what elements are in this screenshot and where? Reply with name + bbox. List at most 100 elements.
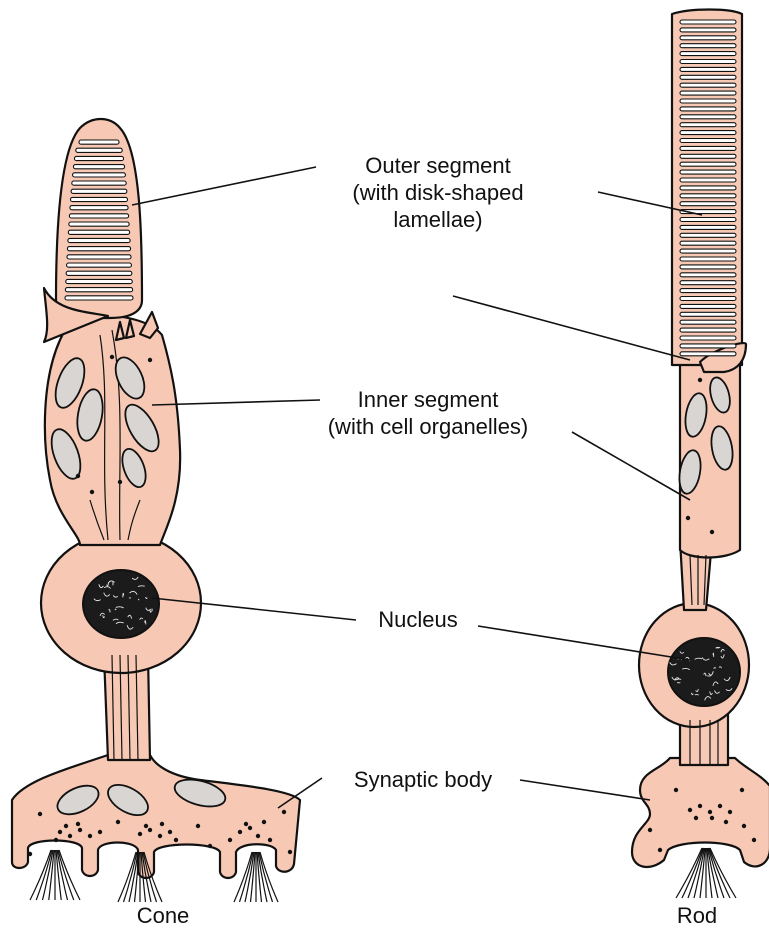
rod-disk — [680, 131, 736, 135]
synaptic-vesicle — [168, 830, 172, 834]
rod-disk — [680, 52, 736, 56]
cone-disk — [71, 197, 128, 201]
rod-disk — [680, 123, 736, 127]
leader-outer-cone — [132, 167, 316, 205]
synaptic-vesicle — [148, 828, 152, 832]
rod-disk — [680, 44, 736, 48]
cone-disk — [67, 255, 131, 259]
rod-disk — [680, 336, 736, 340]
synaptic-vesicle — [160, 822, 164, 826]
cone-disk — [68, 230, 129, 234]
synaptic-vesicle — [694, 816, 698, 820]
cone-disk — [69, 222, 129, 226]
rod-disk — [680, 352, 736, 356]
synaptic-vesicle — [116, 820, 120, 824]
synaptic-vesicle — [698, 804, 702, 808]
rod-disk — [680, 115, 736, 119]
rod-disk — [680, 154, 736, 158]
terminal-fiber — [118, 852, 136, 902]
synaptic-vesicle — [658, 848, 662, 852]
synaptic-vesicle — [262, 820, 266, 824]
cone-disk — [68, 238, 130, 242]
synaptic-vesicle — [118, 480, 122, 484]
synaptic-vesicle — [282, 810, 286, 814]
rod-disk — [680, 344, 736, 348]
synaptic-vesicle — [98, 830, 102, 834]
chromatin-strand — [695, 695, 699, 696]
synaptic-vesicle — [724, 820, 728, 824]
cone-disk — [72, 181, 126, 185]
rod-disk — [680, 75, 736, 79]
cone-disk — [71, 189, 127, 193]
cone-disk — [70, 206, 128, 210]
label-cone: Cone — [118, 902, 208, 929]
synaptic-vesicle — [718, 804, 722, 808]
synaptic-vesicle — [28, 852, 32, 856]
synaptic-vesicle — [58, 830, 62, 834]
synaptic-vesicle — [742, 824, 746, 828]
synaptic-vesicle — [228, 838, 232, 842]
synaptic-vesicle — [38, 812, 42, 816]
rod-disk — [680, 265, 736, 269]
rod-disk — [680, 328, 736, 332]
synaptic-vesicle — [158, 834, 162, 838]
cone-disk — [66, 271, 132, 275]
rod-disk — [680, 170, 736, 174]
rod-disk — [680, 99, 736, 103]
rod-cell — [632, 10, 769, 899]
leader-inner-rod — [572, 432, 690, 500]
rod-disk — [680, 320, 736, 324]
synaptic-vesicle — [174, 838, 178, 842]
rod-disk — [680, 241, 736, 245]
synaptic-vesicle — [64, 824, 68, 828]
rod-disk — [680, 60, 736, 64]
synaptic-vesicle — [238, 830, 242, 834]
rod-disk — [680, 67, 736, 71]
synaptic-vesicle — [674, 788, 678, 792]
synaptic-vesicle — [698, 378, 702, 382]
rod-nucleus — [668, 638, 740, 706]
synaptic-vesicle — [148, 358, 152, 362]
rod-disk — [680, 233, 736, 237]
rod-disk — [680, 202, 736, 206]
synaptic-vesicle — [248, 826, 252, 830]
terminal-fiber — [676, 848, 702, 898]
rod-disk — [680, 289, 736, 293]
rod-disk — [680, 146, 736, 150]
synaptic-vesicle — [110, 355, 114, 359]
rod-disk — [680, 91, 736, 95]
cone-cell — [12, 119, 300, 902]
outer-segment-note-1: (with disk-shaped — [300, 179, 576, 206]
rod-terminal-fibers — [676, 848, 736, 898]
cone-disk — [67, 263, 132, 267]
synaptic-vesicle — [196, 824, 200, 828]
label-rod: Rod — [662, 902, 732, 929]
rod-disk — [680, 36, 736, 40]
rod-disk — [680, 273, 736, 277]
label-outer-segment: Outer segment (with disk-shaped lamellae… — [300, 152, 576, 233]
label-nucleus: Nucleus — [360, 606, 476, 633]
inner-segment-note: (with cell organelles) — [280, 413, 576, 440]
synaptic-vesicle — [648, 828, 652, 832]
synaptic-vesicle — [144, 824, 148, 828]
synaptic-vesicle — [90, 490, 94, 494]
synaptic-vesicle — [686, 516, 690, 520]
leader-synaptic-rod — [520, 780, 650, 800]
outer-segment-note-2: lamellae) — [300, 206, 576, 233]
synaptic-vesicle — [688, 808, 692, 812]
rod-disk — [680, 312, 736, 316]
cone-disk — [76, 148, 122, 152]
rod-disk — [680, 218, 736, 222]
rod-disk — [680, 186, 736, 190]
synaptic-vesicle — [54, 838, 58, 842]
cone-disk — [65, 288, 132, 292]
synaptic-vesicle — [88, 834, 92, 838]
synaptic-vesicle — [244, 822, 248, 826]
synaptic-vesicle — [740, 788, 744, 792]
cone-disk — [73, 173, 126, 177]
rod-disk-stack — [680, 20, 736, 356]
synaptic-vesicle — [752, 838, 756, 842]
rod-disk — [680, 178, 736, 182]
rod-disk — [680, 249, 736, 253]
